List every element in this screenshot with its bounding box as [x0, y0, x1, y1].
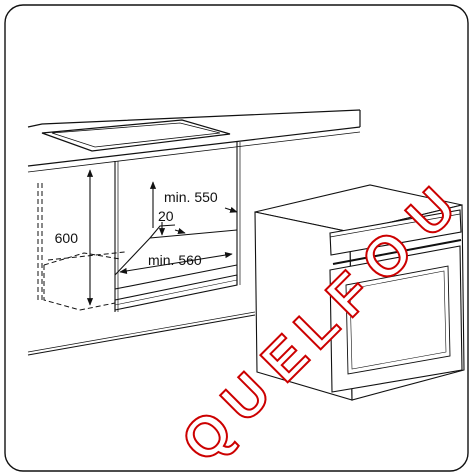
height-label: 600 [55, 230, 79, 246]
oven-door [329, 245, 463, 393]
gap-label: 20 [158, 208, 174, 224]
hob [41, 119, 231, 152]
gap-arrow-right [174, 228, 186, 234]
dimension-arrows [86, 169, 238, 306]
depth-top-label: min. 550 [164, 189, 218, 205]
oven [254, 184, 465, 401]
depth-bottom-label: min. 560 [148, 252, 202, 268]
oven-control-panel [329, 209, 462, 256]
depth-bottom-arrow [119, 252, 233, 274]
oven-handle [332, 239, 462, 265]
depth-top-side-arrow [224, 206, 238, 213]
dashed-outline [37, 183, 126, 311]
oven-window [345, 265, 451, 375]
worktop [27, 109, 361, 173]
